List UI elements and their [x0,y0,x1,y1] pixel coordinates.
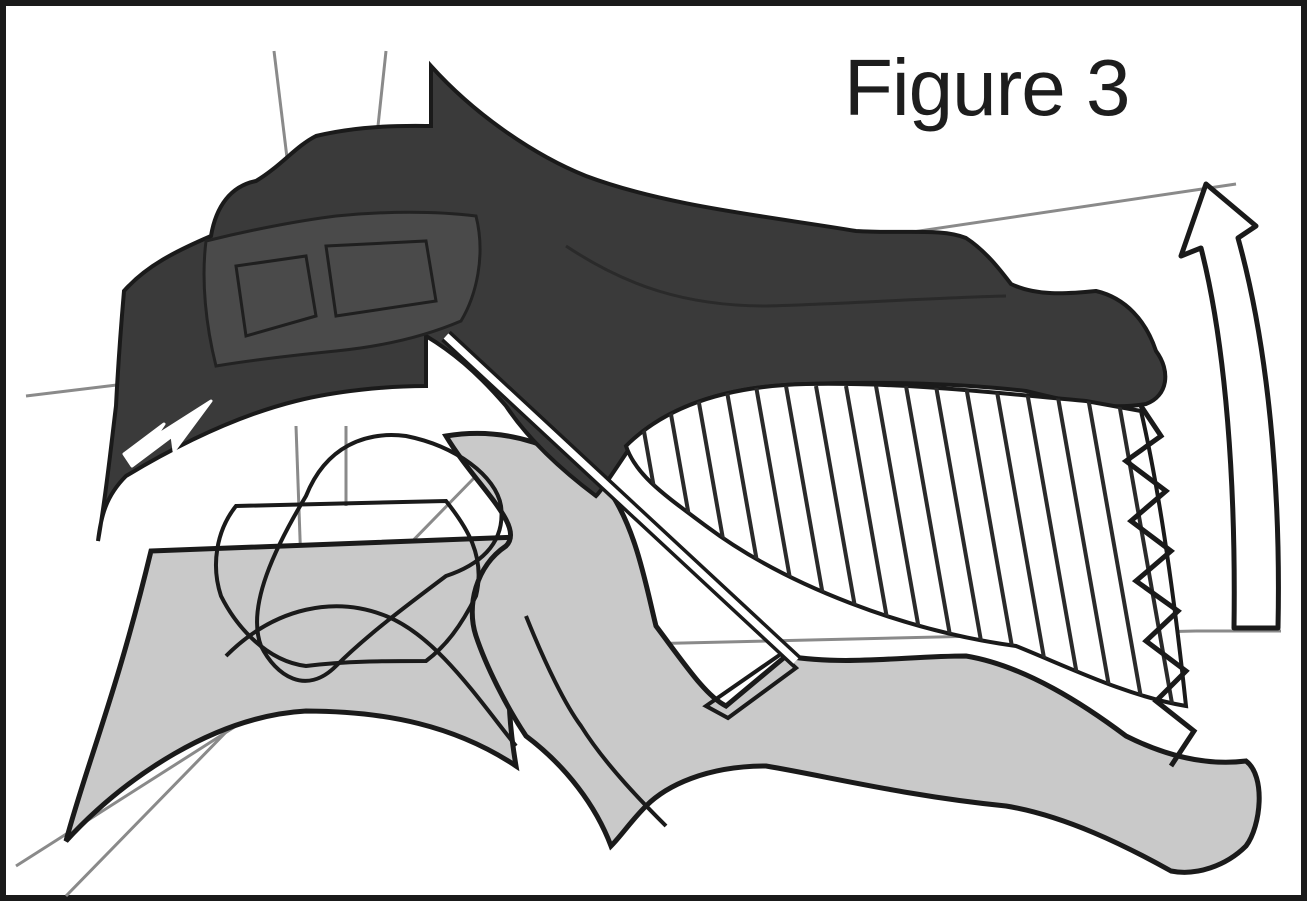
figure-diagram [6,6,1307,907]
curved-up-arrow-icon [1181,184,1278,628]
guide-line [274,51,288,166]
figure-title: Figure 3 [844,48,1129,128]
guide-line [378,51,386,126]
light-bone-left [66,536,547,841]
